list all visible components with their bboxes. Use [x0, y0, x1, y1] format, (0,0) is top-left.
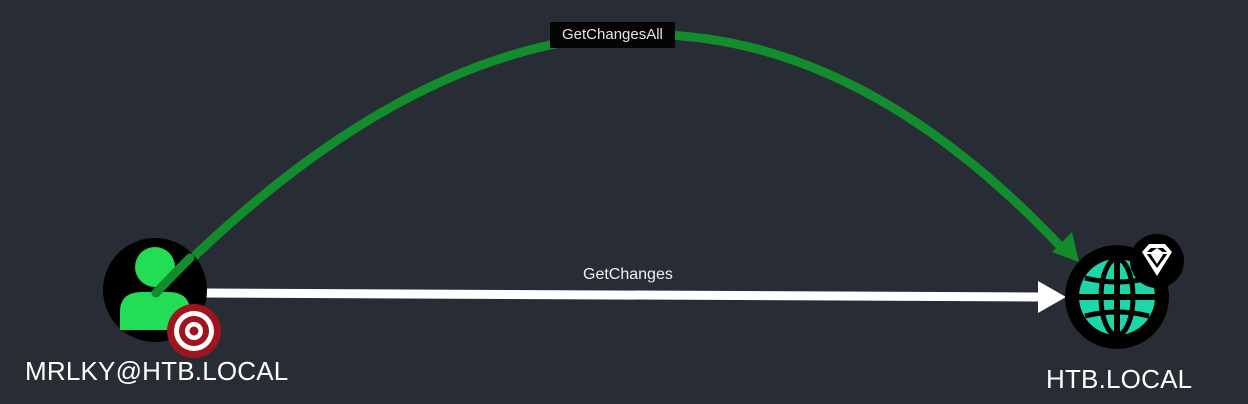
edge-get-changes[interactable]: [204, 281, 1066, 313]
diamond-icon: [1130, 234, 1184, 288]
edge-get-changes-all[interactable]: [153, 30, 1079, 297]
node-user-label: MRLKY@HTB.LOCAL: [25, 356, 289, 386]
target-icon: [167, 304, 221, 358]
edge-get-changes-all-line[interactable]: [153, 30, 1067, 297]
edge-get-changes-all-arrowhead: [1052, 232, 1079, 262]
edge-get-changes-line[interactable]: [204, 288, 1041, 302]
edge-label-get-changes[interactable]: GetChanges: [583, 266, 673, 283]
node-domain-label: HTB.LOCAL: [1046, 364, 1193, 394]
edge-label-get-changes-all[interactable]: GetChangesAll: [550, 22, 675, 48]
node-domain[interactable]: [1065, 234, 1184, 349]
edge-get-changes-all-start: [151, 253, 195, 298]
node-user[interactable]: [103, 238, 221, 358]
edge-get-changes-arrowhead: [1038, 281, 1066, 313]
